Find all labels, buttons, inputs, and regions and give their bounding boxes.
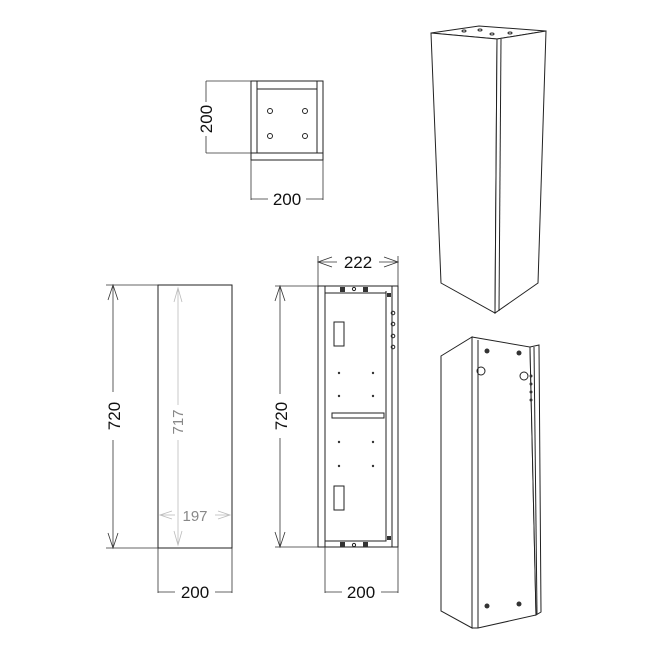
height-dimension-label: 720 xyxy=(105,402,124,430)
back-width-dimension: 200 xyxy=(324,547,399,602)
width-dimension-label: 200 xyxy=(273,190,301,209)
back-height-dimension-label: 720 xyxy=(272,402,291,430)
back-fixings xyxy=(476,348,533,609)
depth-dimension-label: 200 xyxy=(197,105,216,133)
inner-height-dimension-label: 717 xyxy=(170,409,187,434)
width-dimension: 200 xyxy=(250,160,324,209)
mounting-holes xyxy=(267,108,308,139)
front-view: 720 717 197 200 xyxy=(105,283,233,602)
inner-width-dimension-label: 197 xyxy=(182,508,207,525)
isometric-back-view xyxy=(440,336,542,629)
overall-width-dimension-label: 222 xyxy=(344,253,372,272)
isometric-front-view xyxy=(430,25,547,314)
inner-height-dimension: 717 xyxy=(170,286,187,547)
back-height-dimension: 720 xyxy=(272,284,318,549)
height-dimension: 720 xyxy=(105,283,158,550)
back-view: 222 720 200 xyxy=(272,253,400,602)
depth-dimension: 200 xyxy=(197,80,251,154)
hinge-plates xyxy=(340,286,391,548)
front-width-dimension: 200 xyxy=(157,548,233,602)
front-width-dimension-label: 200 xyxy=(181,583,209,602)
inner-width-dimension: 197 xyxy=(158,508,232,525)
overall-width-dimension: 222 xyxy=(316,253,400,286)
top-view: 200 200 xyxy=(197,80,324,209)
top-holes xyxy=(461,28,513,36)
back-width-dimension-label: 200 xyxy=(347,583,375,602)
fixing-holes xyxy=(337,310,396,468)
